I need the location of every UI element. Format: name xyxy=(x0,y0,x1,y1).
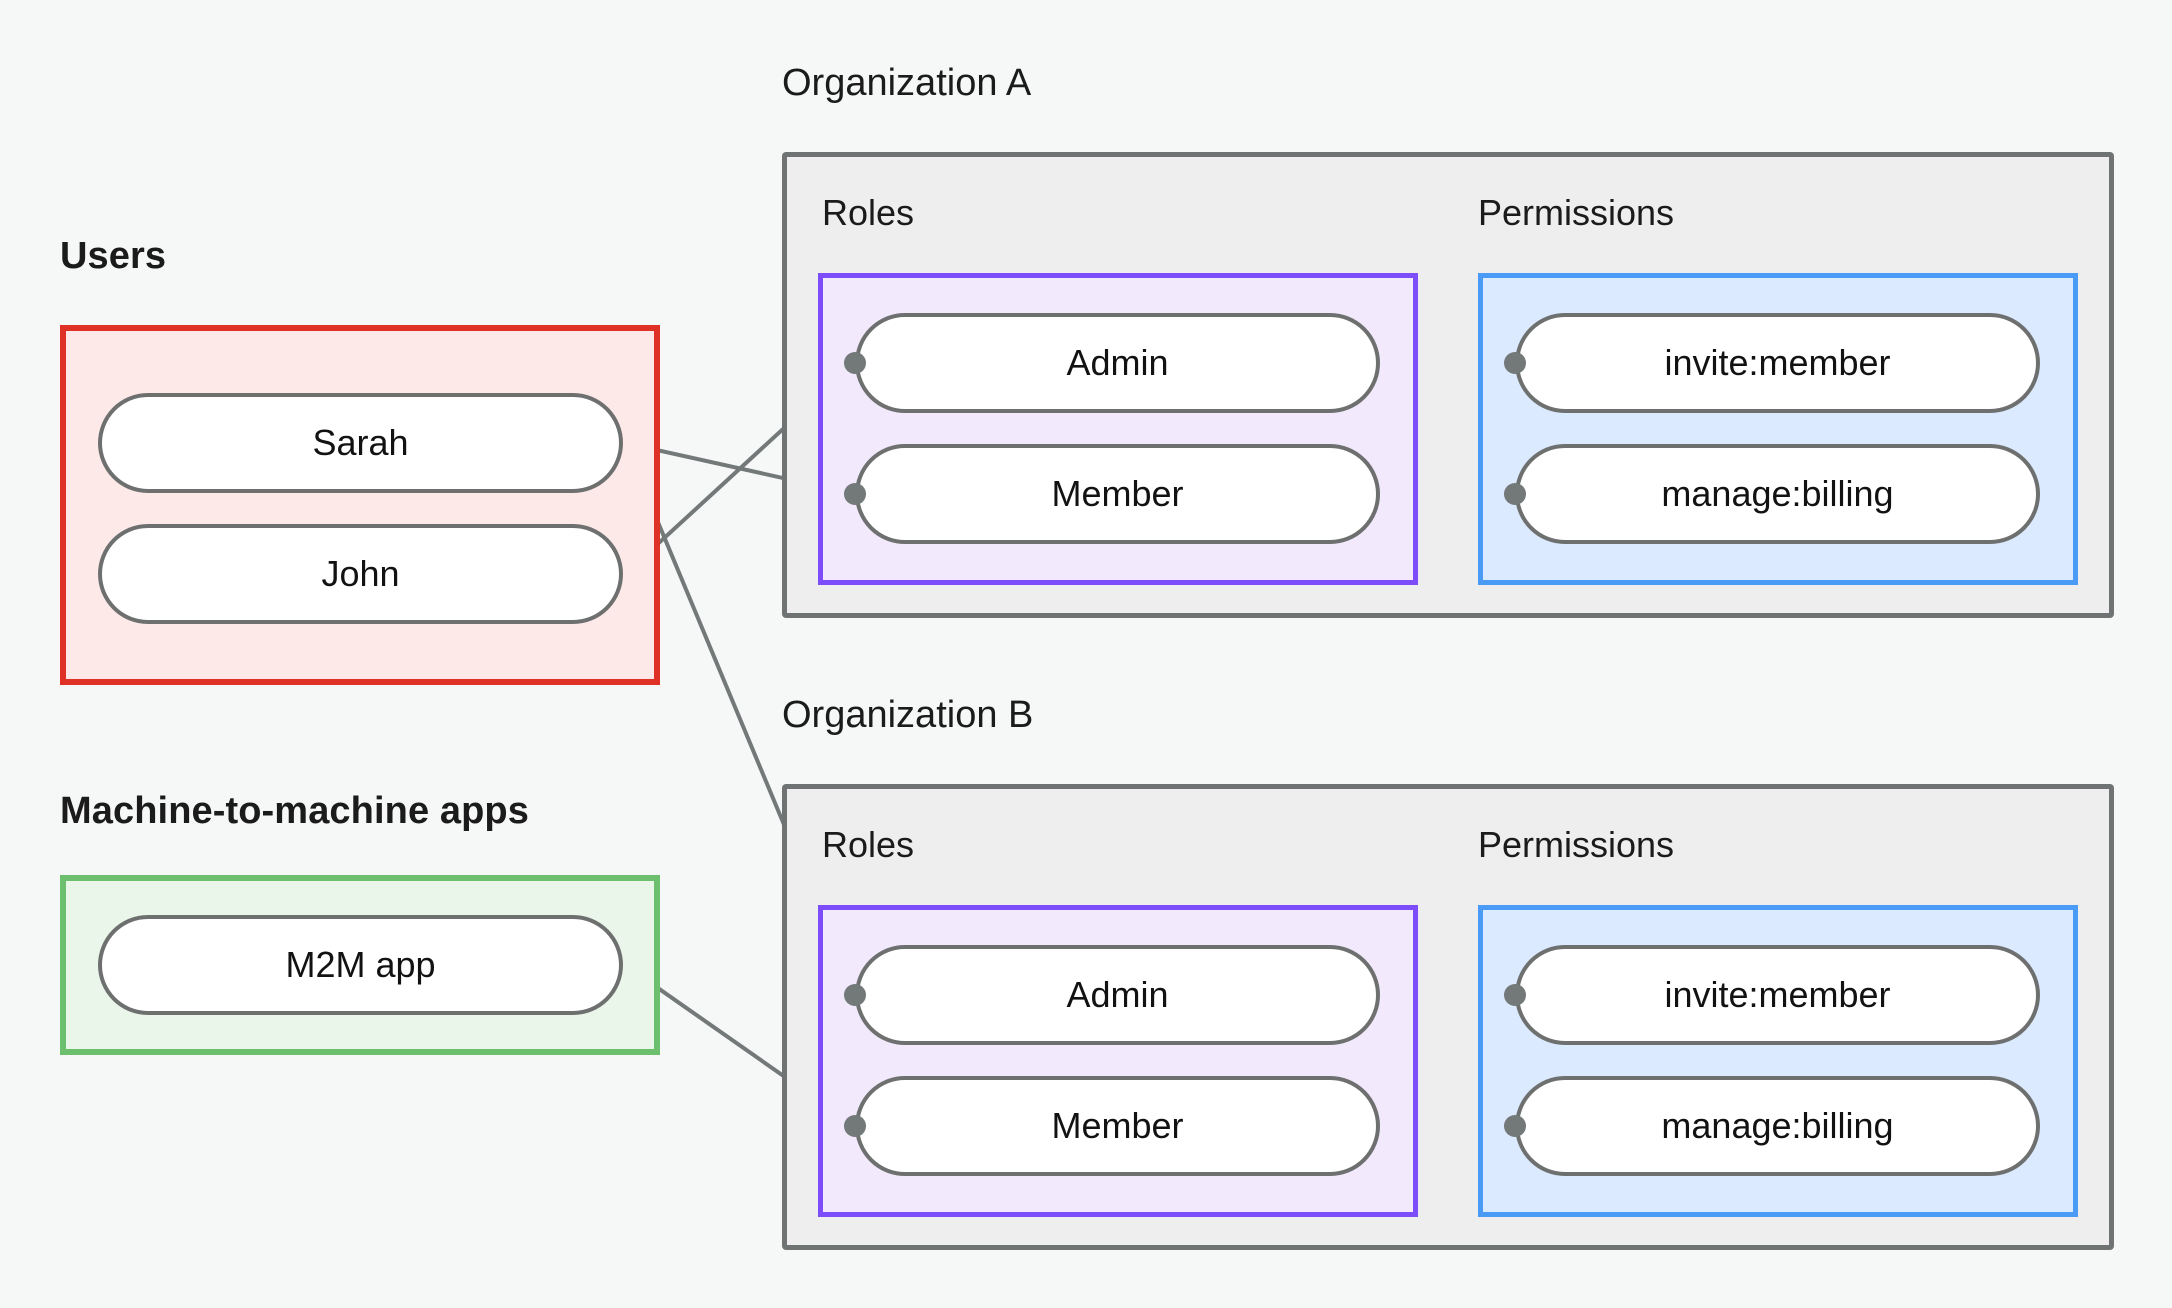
m2m-node-app[interactable]: M2M app xyxy=(98,915,623,1015)
organization-a-permissions-title: Permissions xyxy=(1478,192,1675,233)
organization-b-permissions-title: Permissions xyxy=(1478,824,1675,865)
role-node-org-a-member-label: Member xyxy=(1051,473,1184,514)
edge-endpoint-dot-org-b-member-left xyxy=(844,1115,866,1137)
organization-b-title: Organization B xyxy=(782,694,1034,736)
organization-a-title: Organization A xyxy=(782,62,1032,104)
users-group-title: Users xyxy=(60,235,167,277)
role-node-org-b-member-label: Member xyxy=(1051,1105,1184,1146)
role-node-org-b-admin-label: Admin xyxy=(1066,974,1169,1015)
edge-endpoint-dot-org-a-manage-billing-left xyxy=(1504,483,1526,505)
edge-endpoint-dot-org-a-admin-left xyxy=(844,352,866,374)
permission-node-org-b-manage-billing-label: manage:billing xyxy=(1661,1105,1894,1146)
role-node-org-b-member[interactable]: Member xyxy=(855,1076,1380,1176)
users-group-box xyxy=(60,325,660,685)
role-node-org-b-admin[interactable]: Admin xyxy=(855,945,1380,1045)
permission-node-org-a-manage-billing[interactable]: manage:billing xyxy=(1515,444,2040,544)
organization-a-roles-title: Roles xyxy=(822,192,915,233)
permission-node-org-a-invite-member[interactable]: invite:member xyxy=(1515,313,2040,413)
edge-endpoint-dot-org-b-manage-billing-left xyxy=(1504,1115,1526,1137)
user-node-sarah[interactable]: Sarah xyxy=(98,393,623,493)
role-node-org-a-admin-label: Admin xyxy=(1066,342,1169,383)
edge-endpoint-dot-org-a-invite-member-left xyxy=(1504,352,1526,374)
permission-node-org-b-invite-member-label: invite:member xyxy=(1664,974,1891,1015)
edge-endpoint-dot-org-b-admin-left xyxy=(844,984,866,1006)
edge-endpoint-dot-org-a-member-left xyxy=(844,483,866,505)
permission-node-org-a-manage-billing-label: manage:billing xyxy=(1661,473,1894,514)
user-node-john[interactable]: John xyxy=(98,524,623,624)
user-node-john-label: John xyxy=(321,553,400,594)
permission-node-org-a-invite-member-label: invite:member xyxy=(1664,342,1891,383)
user-node-sarah-label: Sarah xyxy=(312,422,409,463)
permission-node-org-b-invite-member[interactable]: invite:member xyxy=(1515,945,2040,1045)
role-node-org-a-admin[interactable]: Admin xyxy=(855,313,1380,413)
role-node-org-a-member[interactable]: Member xyxy=(855,444,1380,544)
m2m-node-app-label: M2M app xyxy=(285,944,436,985)
edge-endpoint-dot-org-b-invite-member-left xyxy=(1504,984,1526,1006)
permission-node-org-b-manage-billing[interactable]: manage:billing xyxy=(1515,1076,2040,1176)
organization-b-roles-title: Roles xyxy=(822,824,915,865)
m2m-group-title: Machine-to-machine apps xyxy=(60,790,529,832)
